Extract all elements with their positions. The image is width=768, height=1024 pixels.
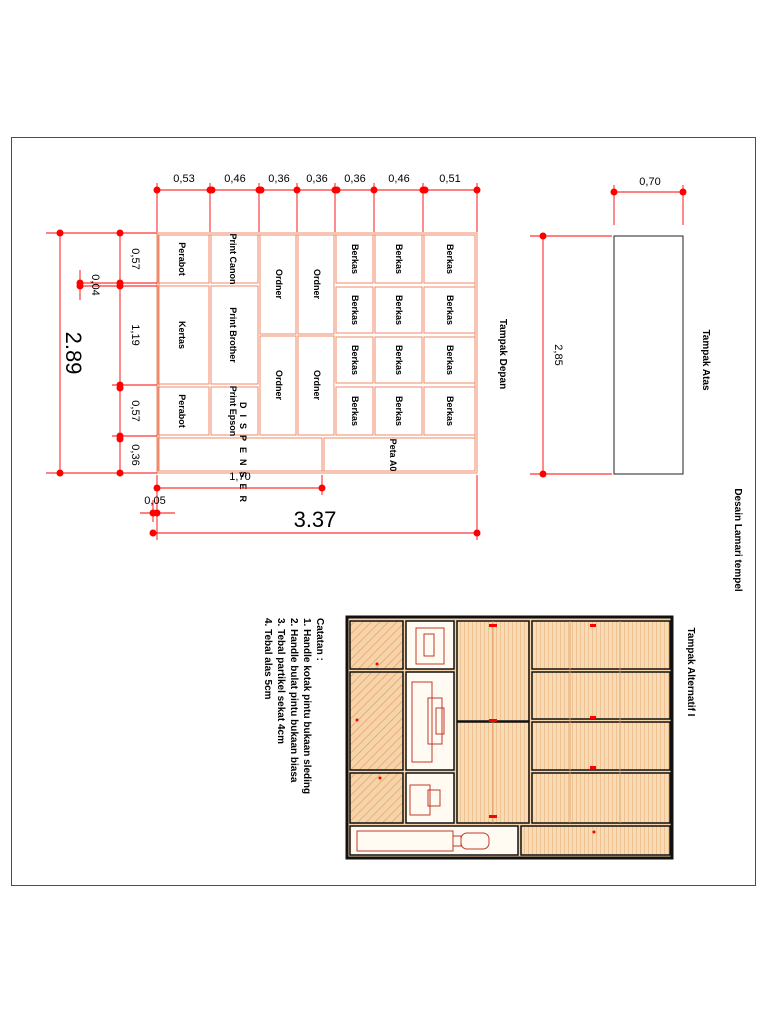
top-view: 0,70 2,85 Tampak Atas (530, 176, 711, 478)
dim-height-1: 0,04 (89, 274, 101, 295)
notes-title: Catatan : (314, 618, 325, 661)
label-ordner-3: Ordner (274, 370, 284, 401)
dim-total-height: 2.89 (61, 332, 86, 375)
label-berkas: Berkas (445, 295, 455, 325)
title-desain-lamari: Desain Lamari tempel (732, 488, 743, 592)
label-print-epson: Print Epson (228, 386, 238, 437)
label-print-brother: Print Brother (228, 307, 238, 363)
alternative-view: Tampak Alternatif I (345, 615, 696, 860)
dim-offset: 0,05 (144, 495, 165, 507)
dim-width-6: 0,51 (439, 173, 460, 185)
note-item-3: 3. Tebal partikel sekat 4cm (275, 618, 286, 744)
note-item-4: 4. Tebal alas 5cm (262, 618, 273, 700)
label-print-canon: Print Canon (228, 234, 238, 285)
title-tampak-alternatif: Tampak Alternatif I (685, 628, 696, 717)
dimension-ticks (56, 186, 481, 537)
label-berkas: Berkas (350, 396, 360, 426)
cabinet-front-outline (156, 232, 478, 474)
dim-width-4: 0,36 (344, 173, 365, 185)
label-berkas: Berkas (445, 244, 455, 274)
label-berkas: Berkas (445, 396, 455, 426)
dim-width-3: 0,36 (306, 173, 327, 185)
dim-dispenser-width: 1,70 (229, 471, 250, 483)
label-berkas: Berkas (445, 345, 455, 375)
label-berkas: Berkas (394, 345, 404, 375)
dim-total-width: 3.37 (294, 507, 337, 532)
label-ordner-4: Ordner (312, 370, 322, 401)
front-view: Perabot Print Canon Kertas Print Brother… (156, 232, 508, 508)
label-berkas: Berkas (394, 244, 404, 274)
alt-handles (355, 624, 596, 834)
label-berkas: Berkas (394, 396, 404, 426)
dim-height-4: 0,36 (129, 444, 141, 465)
dim-height-0: 0,57 (129, 248, 141, 269)
dim-width-5: 0,46 (388, 173, 409, 185)
dim-height-3: 0,57 (129, 400, 141, 421)
front-dimensions: 0,53 0,46 0,36 0,36 0,36 0,46 0,51 0,57 … (46, 173, 481, 540)
label-ordner-1: Ordner (274, 269, 284, 300)
top-view-outline (613, 235, 684, 475)
label-berkas: Berkas (394, 295, 404, 325)
dim-width-0: 0,53 (173, 173, 194, 185)
label-dispenser: DISPENSER (238, 402, 248, 508)
dim-side-height: 2,85 (552, 344, 564, 365)
label-berkas: Berkas (350, 295, 360, 325)
title-tampak-depan: Tampak Depan (497, 319, 508, 389)
label-perabot-bottom: Perabot (177, 394, 187, 428)
note-item-1: 1. Handle kotak pintu bukaan sleding (301, 618, 312, 794)
label-ordner-2: Ordner (312, 269, 322, 300)
label-perabot-top: Perabot (177, 242, 187, 276)
note-item-2: 2. Handle bulat pintu bukaan biasa (288, 618, 299, 783)
label-berkas: Berkas (350, 244, 360, 274)
dim-height-2: 1,19 (129, 324, 141, 345)
label-berkas: Berkas (350, 345, 360, 375)
notes: Catatan : 1. Handle kotak pintu bukaan s… (262, 618, 325, 794)
dim-width-2: 0,36 (268, 173, 289, 185)
alt-equipment-sketches (356, 627, 490, 852)
dim-width-1: 0,46 (224, 173, 245, 185)
dim-top-depth: 0,70 (639, 176, 660, 188)
sheet-border (11, 137, 756, 886)
label-peta-a0: Peta A0 (388, 439, 398, 472)
label-kertas: Kertas (177, 321, 187, 349)
title-tampak-atas: Tampak Atas (700, 329, 711, 391)
